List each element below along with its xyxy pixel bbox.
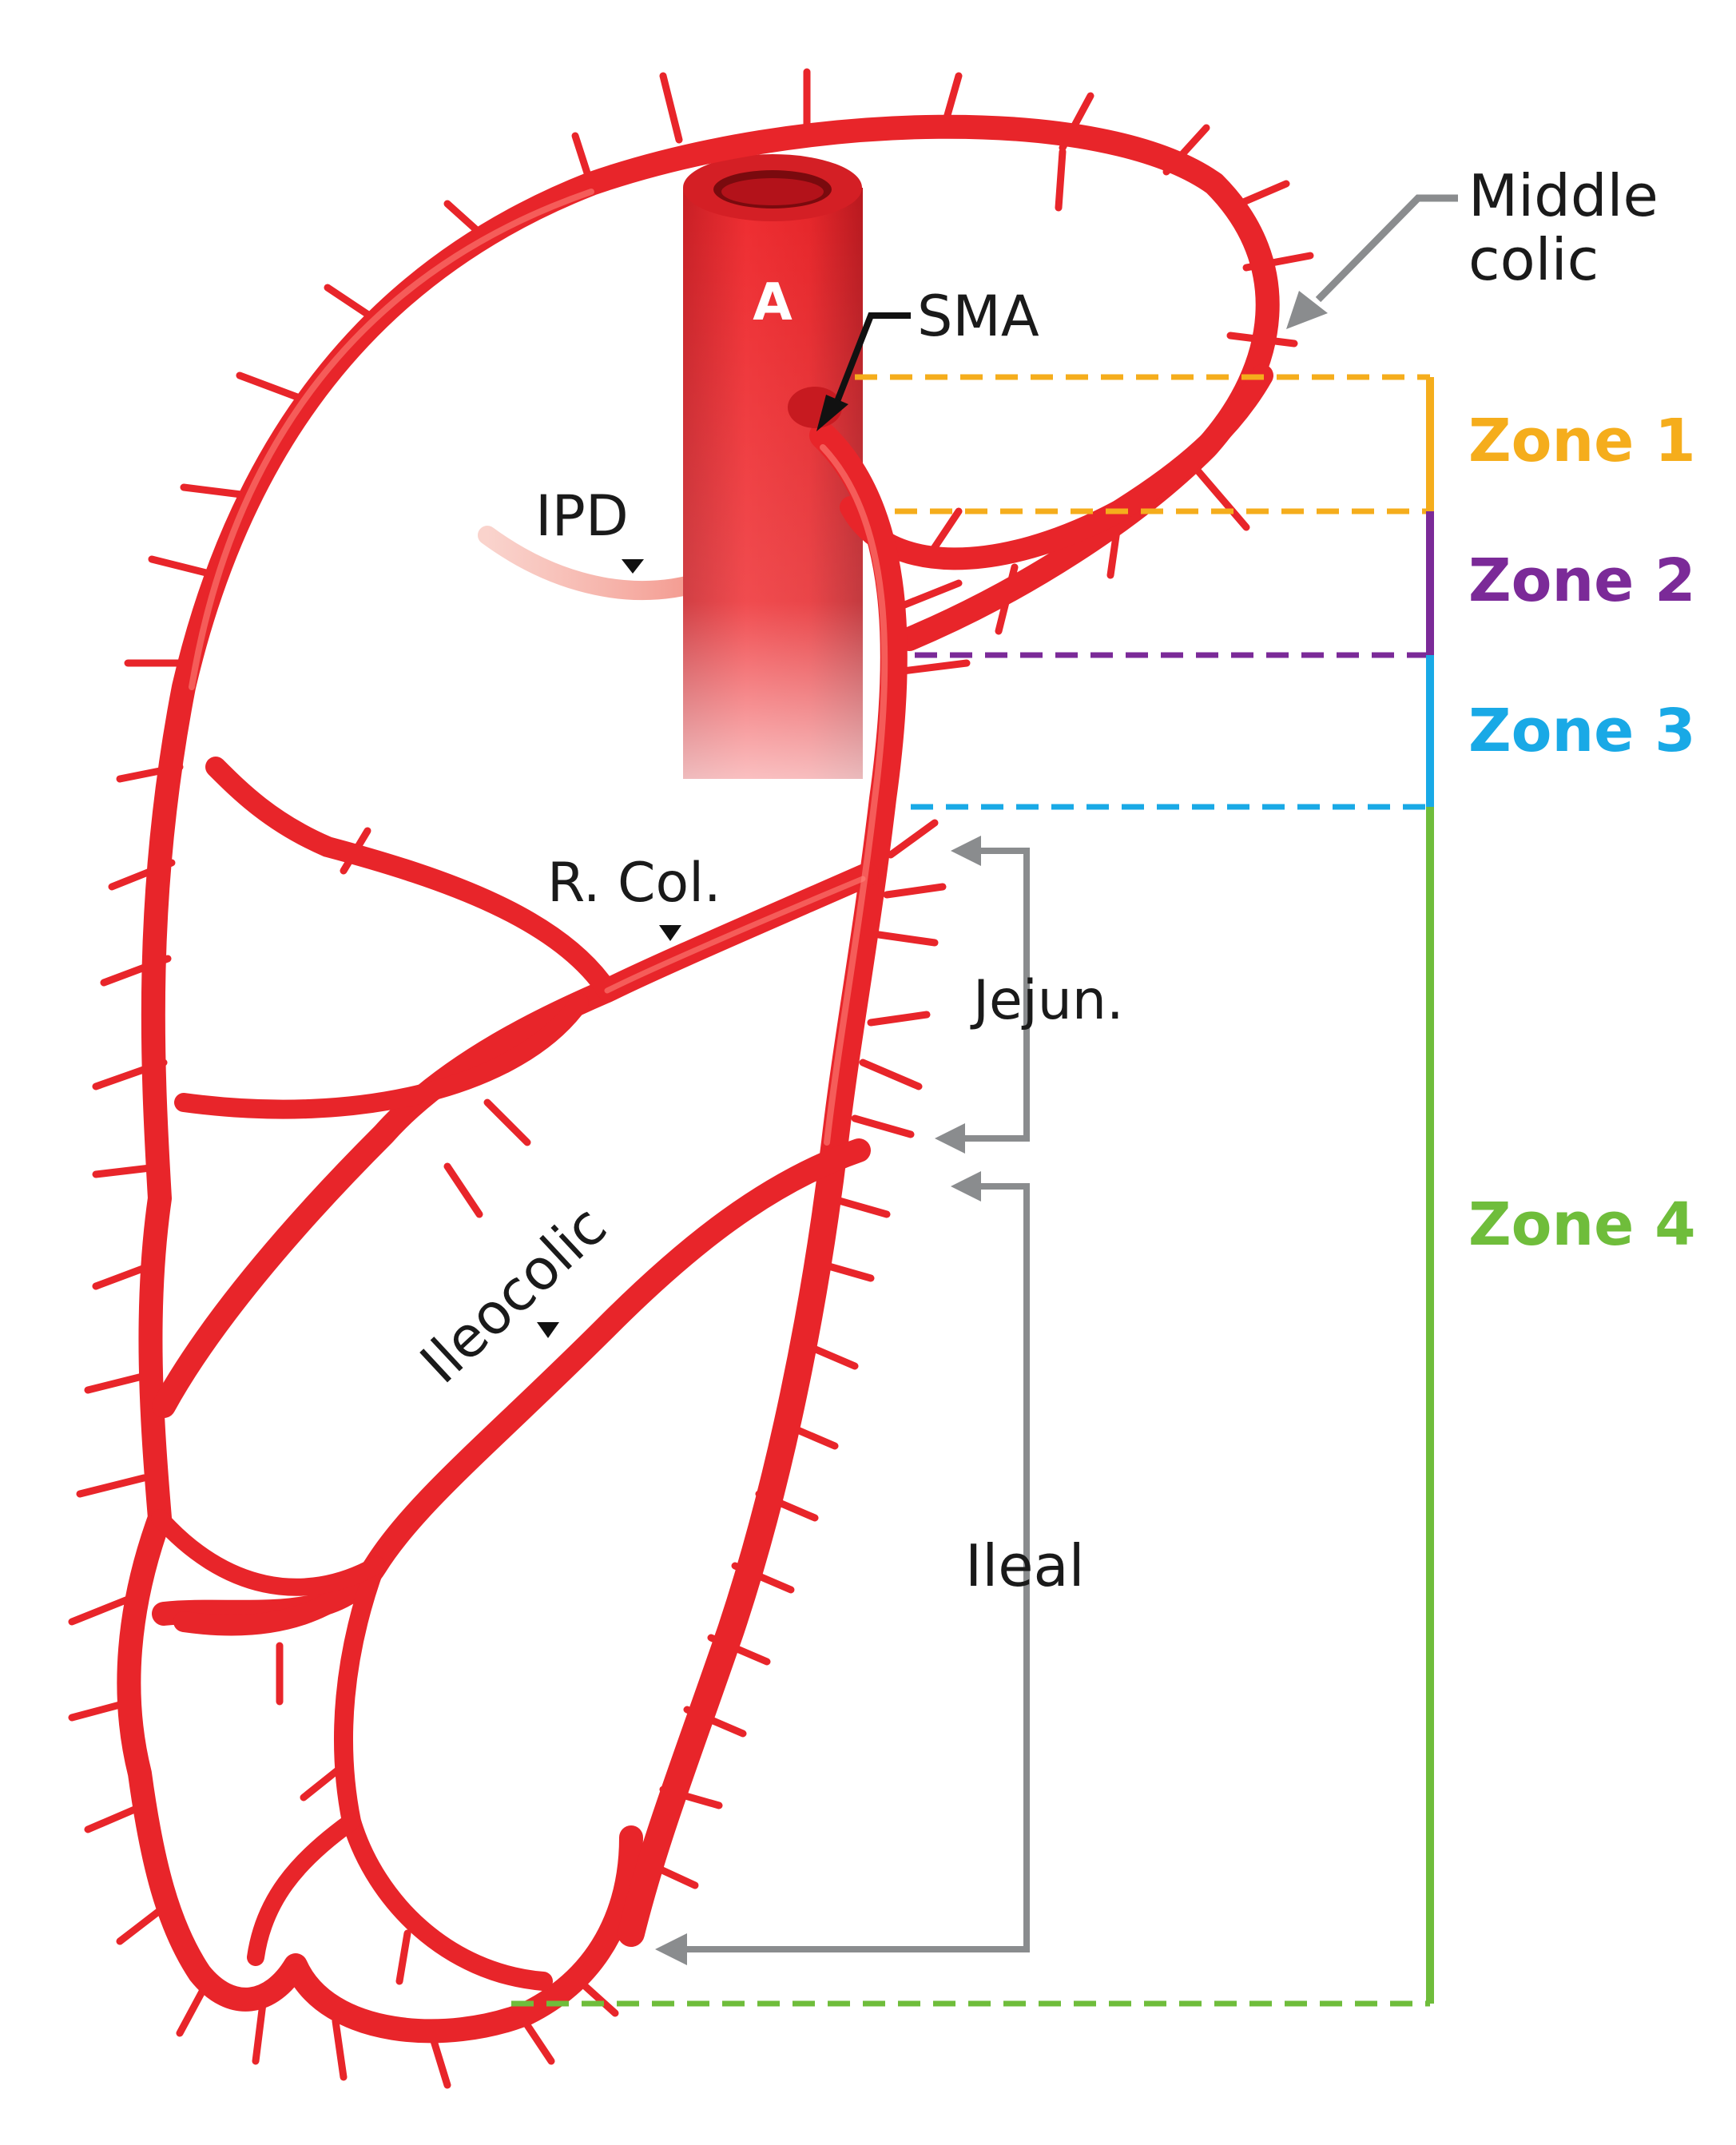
- ileocolic-label: Ileocolic: [408, 1193, 619, 1396]
- ileal-vessel-1: [173, 1555, 386, 1636]
- zone-4-label: Zone 4: [1468, 1190, 1696, 1259]
- ileal-vessel-2: [334, 1556, 553, 1991]
- ipd-label: IPD: [535, 483, 629, 549]
- twig-vessel: [867, 1011, 931, 1027]
- twig-vessel: [148, 555, 220, 579]
- middle-colic-label-line1: Middle: [1468, 162, 1659, 229]
- aorta-label: A: [753, 273, 793, 332]
- twig-vessel: [180, 483, 252, 499]
- right-colic-label: R. Col.: [547, 852, 721, 915]
- twig-vessel: [395, 1929, 411, 1985]
- zone-1-dashes: [855, 374, 1430, 514]
- ipd-marker: [622, 559, 644, 574]
- zone-3-label: Zone 3: [1468, 697, 1696, 765]
- zone-brackets: [511, 374, 1434, 2007]
- right-colic-lower-branch: [174, 993, 589, 1119]
- twig-vessel: [899, 659, 971, 675]
- jejunal-bracket: [935, 836, 1030, 1154]
- ileal-bracket: [655, 1171, 1030, 1965]
- twig-vessel: [68, 1594, 136, 1626]
- twig-vessel: [1194, 467, 1250, 531]
- zone-1-label: Zone 1: [1468, 407, 1696, 475]
- sma-label: SMA: [917, 284, 1039, 349]
- middle-colic-pointer: [1286, 194, 1458, 329]
- twig-vessel: [443, 1162, 483, 1218]
- twig-vessel: [883, 883, 947, 899]
- jejunal-label: Jejun.: [970, 969, 1124, 1032]
- twig-vessel: [332, 2017, 348, 2081]
- twig-vessel: [859, 1059, 923, 1090]
- twig-vessel: [483, 1098, 531, 1146]
- twig-vessel: [851, 1114, 915, 1138]
- marginal-arcade-vessel: [117, 114, 1280, 2044]
- ileal-label: Ileal: [965, 1532, 1085, 1599]
- twig-vessel: [895, 579, 963, 611]
- twig-vessel: [236, 371, 308, 403]
- right-colic-marker: [659, 925, 681, 941]
- zone-2-label: Zone 2: [1468, 546, 1696, 615]
- ileal-vessel-3: [247, 1813, 360, 1966]
- twig-vessel: [659, 72, 683, 144]
- right-colic-upper-branch: [205, 757, 618, 1001]
- ileal-vessel-4: [151, 1509, 384, 1596]
- middle-colic-vessel: [840, 364, 1273, 570]
- twig-vessel: [887, 819, 939, 859]
- twig-vessel: [875, 931, 939, 947]
- sma-pointer: [816, 312, 911, 431]
- vessel-highlights: [189, 189, 888, 1146]
- aorta: [683, 154, 863, 779]
- middle-colic-label-line2: colic: [1468, 226, 1599, 293]
- twig-vessel: [76, 1474, 148, 1498]
- ileocolic-marker: [537, 1322, 559, 1338]
- twig-vessel: [1055, 148, 1067, 212]
